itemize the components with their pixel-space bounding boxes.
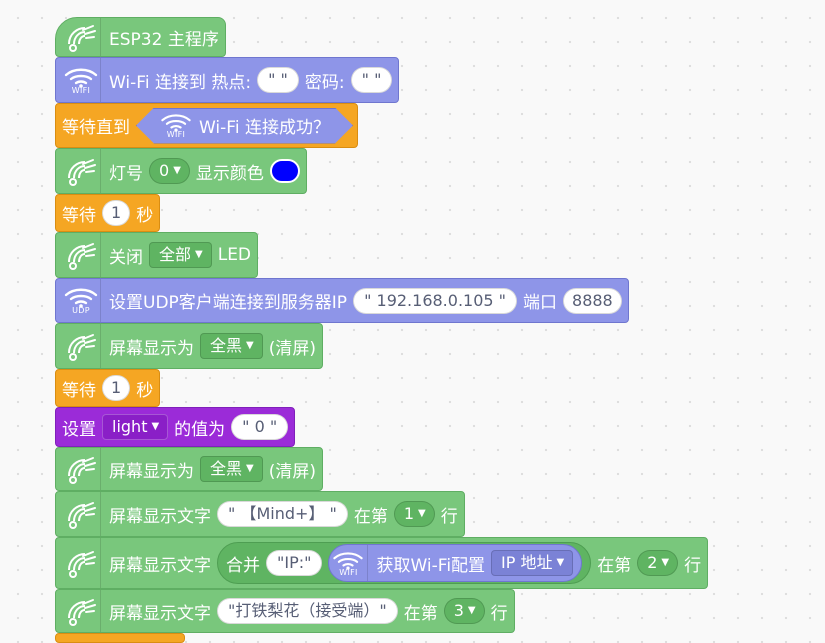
caret-down-icon: ▼ [661, 557, 670, 568]
block-led-color[interactable]: 灯号 0▼ 显示颜色 [55, 148, 307, 194]
block-label-2: LED [217, 245, 252, 265]
block-label: 关闭 [109, 247, 143, 268]
seconds-input[interactable]: 1 [102, 375, 131, 401]
variable-value-input[interactable]: " 0 " [231, 414, 289, 440]
hand-robot-icon [62, 149, 101, 193]
wifi-config-label: 获取Wi-Fi配置 [376, 555, 486, 576]
caret-down-icon: ▼ [467, 605, 476, 616]
block-label: 等待直到 [62, 118, 130, 138]
block-screen-text-2[interactable]: 屏幕显示文字 合并 "IP:" WIFI 获取Wi-Fi配置 IP 地址▼ 在第… [55, 537, 709, 589]
block-label-2: 显示颜色 [195, 163, 264, 184]
block-label: 等待 [62, 205, 96, 226]
caret-down-icon: ▼ [246, 463, 254, 474]
block-wait-seconds-2[interactable]: 等待 1 秒 [55, 369, 161, 407]
wifi-icon: UDP [62, 279, 101, 322]
text-input[interactable]: " 【Mind+】 " [217, 501, 348, 527]
led-target-dropdown[interactable]: 全部▼ [149, 242, 212, 268]
wifi-icon: WIFI [159, 112, 193, 139]
hand-robot-icon [62, 448, 101, 490]
block-screen-fill[interactable]: 屏幕显示为 全黑▼ (清屏) [55, 323, 323, 369]
block-label: 等待 [62, 380, 96, 401]
wifi-config-block[interactable]: WIFI 获取Wi-Fi配置 IP 地址▼ [328, 544, 583, 582]
block-label: 设置UDP客户端连接到服务器IP [109, 293, 348, 313]
led-index-dropdown[interactable]: 0▼ [149, 158, 190, 184]
block-suffix: (清屏) [268, 461, 316, 482]
row-dropdown[interactable]: 3▼ [443, 598, 485, 624]
password-input[interactable]: " " [350, 67, 393, 93]
caret-down-icon: ▼ [246, 340, 254, 351]
row-dropdown[interactable]: 1▼ [393, 501, 435, 527]
caret-down-icon: ▼ [195, 249, 203, 260]
block-wait-until[interactable]: 等待直到 WIFI Wi-Fi 连接成功？ [55, 103, 358, 148]
row-suffix: 行 [490, 603, 508, 624]
port-input[interactable]: 8888 [563, 287, 622, 314]
join-label: 合并 [226, 555, 260, 576]
hand-robot-icon [62, 538, 101, 588]
wifi-connected-condition[interactable]: WIFI Wi-Fi 连接成功？ [136, 108, 353, 144]
port-label: 端口 [523, 293, 558, 313]
row-label: 在第 [403, 603, 438, 624]
block-wait-seconds[interactable]: 等待 1 秒 [55, 194, 161, 232]
join-block[interactable]: 合并 "IP:" WIFI 获取Wi-Fi配置 IP 地址▼ [217, 542, 592, 584]
block-udp-client[interactable]: UDP 设置UDP客户端连接到服务器IP " 192.168.0.105 " 端… [55, 278, 629, 323]
hand-robot-icon [62, 324, 101, 368]
hand-robot-icon [62, 233, 101, 277]
wifi-icon: WIFI [329, 545, 369, 581]
block-label: 屏幕显示文字 [109, 555, 211, 576]
block-next-partial[interactable] [55, 633, 185, 643]
password-label: 密码: [304, 72, 345, 93]
block-suffix: (清屏) [268, 338, 316, 359]
block-label: 屏幕显示为 [109, 338, 194, 359]
block-label-2: 的值为 [174, 419, 226, 440]
ssid-input[interactable]: " " [257, 67, 299, 93]
block-screen-text-1[interactable]: 屏幕显示文字 " 【Mind+】 " 在第 1▼ 行 [55, 491, 465, 537]
hand-robot-icon [62, 492, 101, 536]
screen-color-dropdown[interactable]: 全黑▼ [200, 456, 263, 482]
row-dropdown[interactable]: 2▼ [637, 550, 679, 576]
screen-color-dropdown[interactable]: 全黑▼ [200, 333, 263, 359]
row-suffix: 行 [440, 506, 458, 527]
wifi-config-dropdown[interactable]: IP 地址▼ [491, 550, 574, 576]
text-input[interactable]: "打铁梨花（接受端）" [217, 598, 398, 624]
color-picker[interactable] [269, 159, 300, 183]
block-label: Wi-Fi 连接到 热点: [109, 72, 252, 93]
block-wifi-connect[interactable]: WIFI Wi-Fi 连接到 热点: " " 密码: " " [55, 57, 400, 103]
row-suffix: 行 [684, 555, 702, 576]
block-label: 屏幕显示文字 [109, 603, 211, 624]
variable-dropdown[interactable]: light▼ [102, 414, 169, 440]
caret-down-icon: ▼ [418, 508, 426, 519]
caret-down-icon: ▼ [151, 421, 160, 432]
block-screen-fill-2[interactable]: 屏幕显示为 全黑▼ (清屏) [55, 447, 323, 491]
block-screen-text-3[interactable]: 屏幕显示文字 "打铁梨花（接受端）" 在第 3▼ 行 [55, 589, 515, 633]
wifi-icon: WIFI [62, 58, 101, 102]
block-led-off[interactable]: 关闭 全部▼ LED [55, 232, 259, 278]
block-label: 屏幕显示为 [109, 461, 194, 482]
condition-label: Wi-Fi 连接成功？ [199, 118, 330, 138]
row-label: 在第 [353, 506, 388, 527]
join-text-input[interactable]: "IP:" [266, 550, 323, 576]
block-label: 设置 [62, 419, 96, 440]
block-label-2: 秒 [136, 205, 154, 226]
caret-down-icon: ▼ [173, 165, 181, 176]
block-label: ESP32 主程序 [109, 29, 219, 50]
block-set-variable[interactable]: 设置 light▼ 的值为 " 0 " [55, 407, 296, 447]
block-label: 灯号 [109, 163, 143, 184]
hand-robot-icon [62, 18, 101, 56]
hand-robot-icon [62, 590, 101, 632]
row-label: 在第 [597, 555, 632, 576]
server-ip-input[interactable]: " 192.168.0.105 " [353, 287, 518, 314]
seconds-input[interactable]: 1 [102, 200, 131, 226]
block-esp32-main[interactable]: ESP32 主程序 [55, 17, 226, 57]
block-label-2: 秒 [136, 380, 154, 401]
caret-down-icon: ▼ [556, 557, 565, 568]
block-label: 屏幕显示文字 [109, 506, 211, 527]
